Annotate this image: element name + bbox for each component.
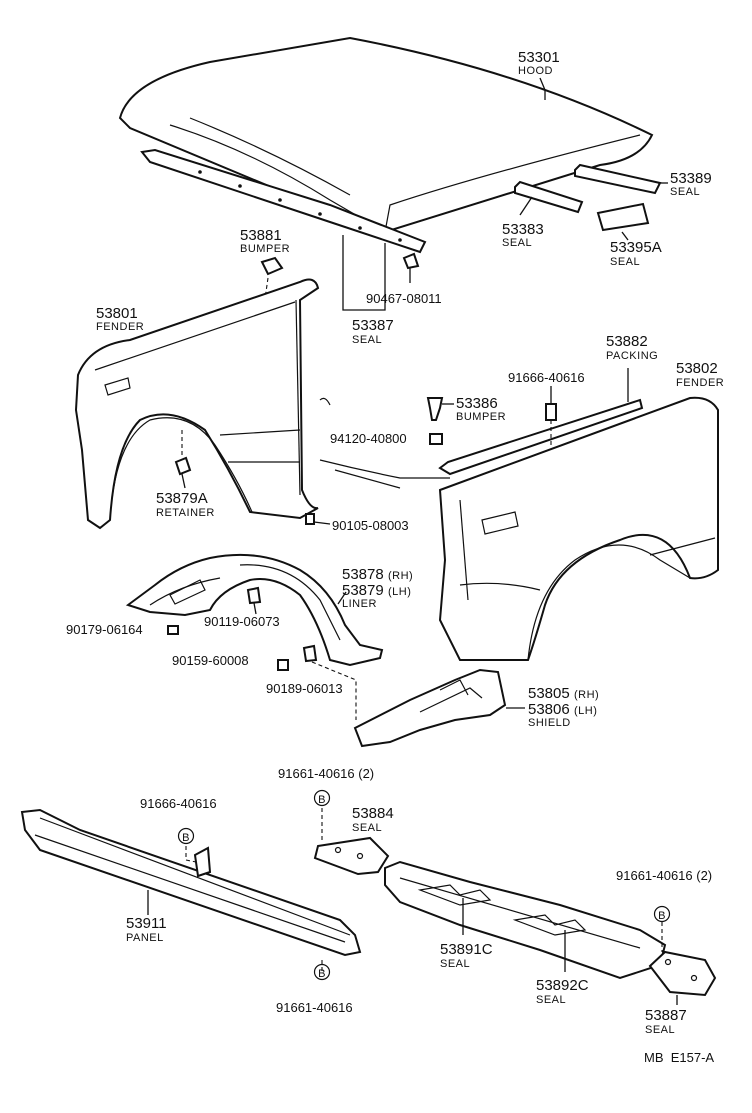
label-90159-60008: 90159-60008 <box>172 653 249 668</box>
seal-53884 <box>313 836 390 876</box>
label-53301: 53301 <box>518 49 560 66</box>
label-90467-08011: 90467-08011 <box>366 291 442 306</box>
name-fender-53802: FENDER <box>676 377 724 389</box>
label-91661-40616-b: 91661-40616 (2) <box>616 868 712 883</box>
svg-text:B: B <box>182 832 190 844</box>
name-seal-53884: SEAL <box>352 822 382 834</box>
suffix-lh-53806: (LH) <box>574 705 597 717</box>
name-hood: HOOD <box>518 65 553 77</box>
name-packing: PACKING <box>606 350 658 362</box>
bumper-53386 <box>426 397 444 421</box>
label-53892c: 53892C <box>536 977 589 994</box>
label-53878: 53878 <box>342 566 384 583</box>
label-53383: 53383 <box>502 221 544 238</box>
name-bumper-53881: BUMPER <box>240 243 290 255</box>
name-shield: SHIELD <box>528 717 571 729</box>
label-94120-40800: 94120-40800 <box>330 431 407 446</box>
name-fender-53801: FENDER <box>96 321 144 333</box>
b-marker: B <box>313 789 331 807</box>
label-53891c: 53891C <box>440 941 493 958</box>
hood-seal-strip <box>140 148 427 254</box>
label-53879a: 53879A <box>156 490 208 507</box>
label-53389: 53389 <box>670 170 712 187</box>
name-panel: PANEL <box>126 932 164 944</box>
label-91666-40616-a: 91666-40616 <box>508 370 585 385</box>
name-bumper-53386: BUMPER <box>456 411 506 423</box>
label-90119-06073: 90119-06073 <box>204 614 280 629</box>
retainer-53879a <box>174 456 192 476</box>
label-53386: 53386 <box>456 395 498 412</box>
label-90189-06013: 90189-06013 <box>266 681 343 696</box>
seal-bar-53383 <box>514 180 584 214</box>
liner-53878 <box>125 553 384 667</box>
suffix-rh-53805: (RH) <box>574 689 599 701</box>
b-marker: B <box>653 905 671 923</box>
name-seal-53892c: SEAL <box>536 994 566 1006</box>
name-retainer: RETAINER <box>156 507 215 519</box>
shield-53805 <box>353 668 507 748</box>
name-seal-53891c: SEAL <box>440 958 470 970</box>
label-53887: 53887 <box>645 1007 687 1024</box>
label-53806: 53806 <box>528 701 570 718</box>
label-53882: 53882 <box>606 333 648 350</box>
label-53884: 53884 <box>352 805 394 822</box>
label-53395a: 53395A <box>610 239 662 256</box>
name-seal-53887: SEAL <box>645 1024 675 1036</box>
name-liner: LINER <box>342 598 377 610</box>
panel-53911 <box>20 808 362 957</box>
fender-53802 <box>438 396 719 661</box>
suffix-lh-53879: (LH) <box>388 586 411 598</box>
svg-text:B: B <box>658 910 666 922</box>
svg-text:B: B <box>318 794 326 806</box>
name-seal-53389: SEAL <box>670 186 700 198</box>
seal-block-53395a <box>596 202 650 232</box>
footer-code: MB E157-A <box>644 1050 714 1065</box>
name-seal-53383: SEAL <box>502 237 532 249</box>
label-53881: 53881 <box>240 227 282 244</box>
label-53879: 53879 <box>342 582 384 599</box>
bumper-53881 <box>260 256 284 276</box>
packing-53882 <box>438 398 644 476</box>
label-90179-06164: 90179-06164 <box>66 622 143 637</box>
name-seal-53387: SEAL <box>352 334 382 346</box>
suffix-rh-53878: (RH) <box>388 570 413 582</box>
label-53802: 53802 <box>676 360 718 377</box>
label-53805: 53805 <box>528 685 570 702</box>
label-91661-40616-c: 91661-40616 <box>276 1000 353 1015</box>
fender-53801 <box>74 278 320 530</box>
seal-53887 <box>648 950 717 997</box>
svg-text:B: B <box>318 968 326 980</box>
b-marker: B <box>177 827 195 845</box>
name-seal-53395a: SEAL <box>610 256 640 268</box>
label-53387: 53387 <box>352 317 394 334</box>
label-91661-40616-a: 91661-40616 (2) <box>278 766 374 781</box>
label-53801: 53801 <box>96 305 138 322</box>
label-53911: 53911 <box>126 915 167 932</box>
b-marker: B <box>313 963 331 981</box>
seal-bar-53389 <box>574 163 662 195</box>
label-90105-08003: 90105-08003 <box>332 518 409 533</box>
label-91666-40616-b: 91666-40616 <box>140 796 217 811</box>
